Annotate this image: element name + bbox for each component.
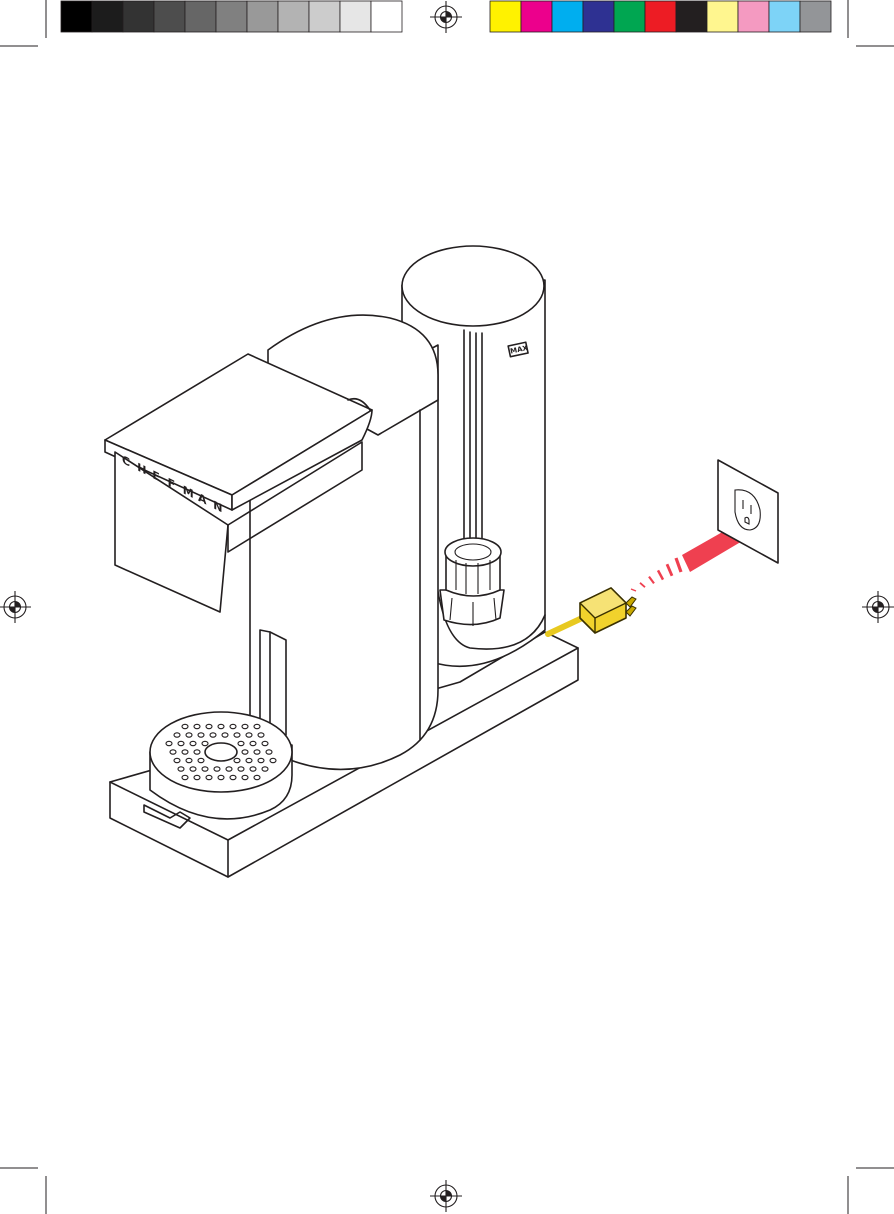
arrow-dash xyxy=(631,589,636,591)
swatch xyxy=(769,1,800,32)
registration-mark-left xyxy=(0,591,31,623)
swatch xyxy=(185,1,216,32)
swatch xyxy=(309,1,340,32)
swatch xyxy=(154,1,185,32)
registration-mark-bottom xyxy=(430,1180,462,1212)
swatch xyxy=(92,1,123,32)
swatch xyxy=(371,1,402,32)
registration-mark-top xyxy=(430,1,462,33)
arrow-dash xyxy=(649,577,654,584)
coffee-maker: MAX xyxy=(105,246,578,877)
arrow-dash xyxy=(658,570,663,579)
power-plug xyxy=(580,588,636,633)
brand-letter: A xyxy=(198,490,207,507)
swatch xyxy=(614,1,645,32)
swatch xyxy=(278,1,309,32)
process-color-bar xyxy=(490,1,831,32)
swatch xyxy=(676,1,707,32)
swatch xyxy=(123,1,154,32)
swatch xyxy=(583,1,614,32)
water-filter xyxy=(440,538,504,626)
swatch xyxy=(216,1,247,32)
arrow-dash xyxy=(640,583,645,587)
swatch xyxy=(552,1,583,32)
swatch xyxy=(645,1,676,32)
swatch xyxy=(521,1,552,32)
swatch xyxy=(707,1,738,32)
arrow-dash xyxy=(676,558,681,572)
arrow-dash xyxy=(667,564,672,576)
grayscale-color-bar xyxy=(61,1,402,32)
swatch xyxy=(800,1,831,32)
swatch xyxy=(738,1,769,32)
swatch xyxy=(247,1,278,32)
swatch xyxy=(340,1,371,32)
swatch xyxy=(61,1,92,32)
swatch xyxy=(490,1,521,32)
registration-mark-right xyxy=(862,591,894,623)
